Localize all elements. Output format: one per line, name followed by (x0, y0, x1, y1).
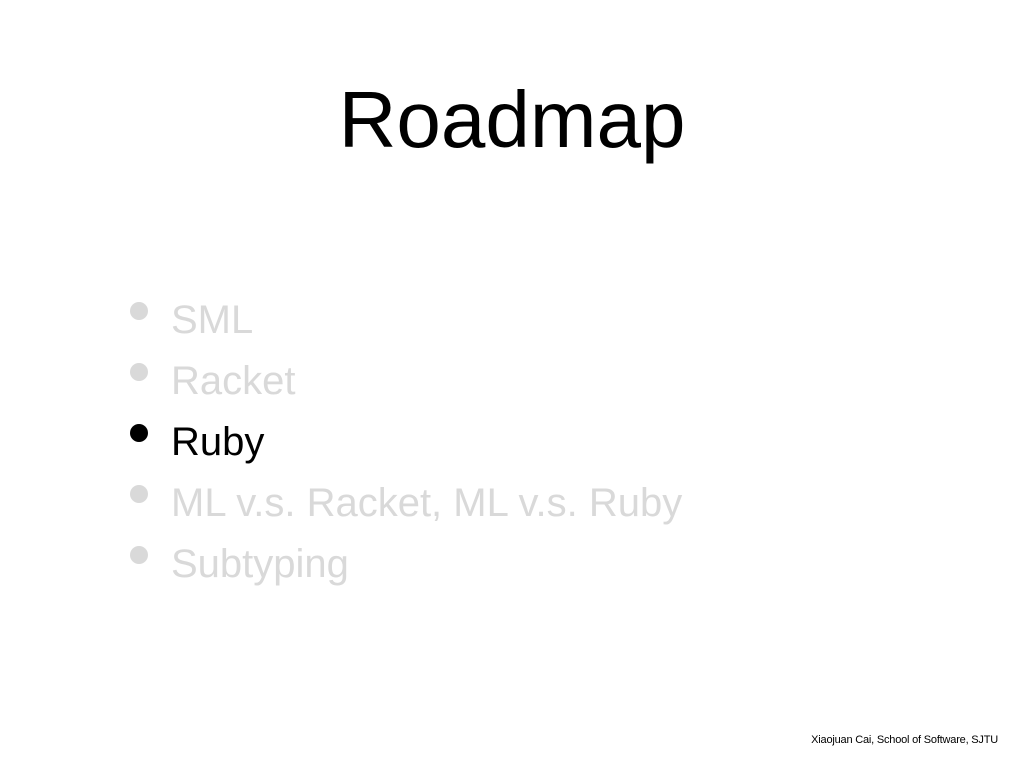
bullet-text: Racket (171, 359, 296, 403)
slide-title: Roadmap (338, 75, 686, 164)
bullet-text: SML (171, 298, 254, 342)
bullet-text: Subtyping (171, 542, 349, 586)
bullet-text: ML v.s. Racket, ML v.s. Ruby (171, 481, 683, 525)
bullet-dot-icon (130, 363, 148, 381)
bullet-dot-icon (130, 302, 148, 320)
bullet-dot-icon (130, 424, 148, 442)
slide-footer: Xiaojuan Cai, School of Software, SJTU (811, 734, 998, 746)
bullet-dot-icon (130, 485, 148, 503)
bullet-text: Ruby (171, 420, 265, 464)
bullet-dot-icon (130, 546, 148, 564)
